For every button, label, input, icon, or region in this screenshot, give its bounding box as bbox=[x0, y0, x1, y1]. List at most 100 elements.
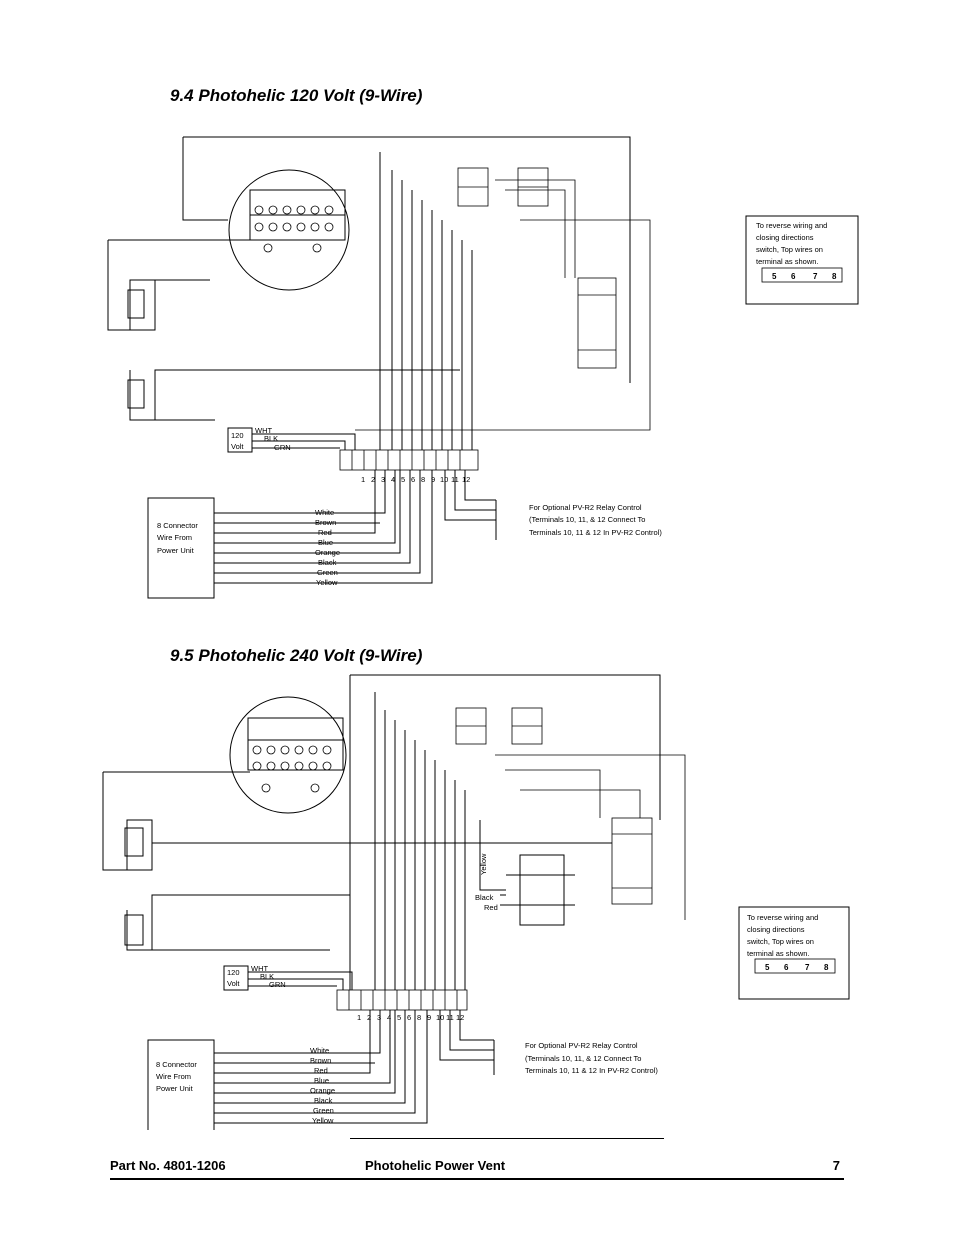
wire-color-label: Orange bbox=[310, 1086, 335, 1095]
relay-pair bbox=[457, 167, 549, 207]
terminal-number: 11 bbox=[446, 1013, 454, 1022]
relay-note-line1: For Optional PV-R2 Relay Control bbox=[525, 1041, 638, 1050]
terminal-number: 6 bbox=[411, 475, 415, 484]
power-label-line1: 120 bbox=[227, 968, 240, 977]
reverse-terminal: 6 bbox=[784, 963, 789, 972]
reverse-note-line3: switch, Top wires on bbox=[747, 937, 814, 946]
terminal-strip bbox=[336, 989, 468, 1011]
terminal-number: 8 bbox=[417, 1013, 421, 1022]
terminal-number: 4 bbox=[387, 1013, 391, 1022]
connector-label-line3: Power Unit bbox=[156, 1084, 194, 1093]
footer-page-number: 7 bbox=[832, 1158, 840, 1173]
terminal-number: 1 bbox=[357, 1013, 361, 1022]
reverse-terminal: 8 bbox=[824, 963, 829, 972]
connector-label-line1: 8 Connector bbox=[156, 1060, 197, 1069]
relay-note-line3: Terminals 10, 11 & 12 In PV-R2 Control) bbox=[529, 528, 662, 537]
wire-color-label: Red bbox=[318, 528, 332, 537]
connector-box bbox=[147, 1039, 215, 1130]
wire-wht: WHT bbox=[251, 964, 268, 973]
reverse-terminal: 5 bbox=[765, 963, 770, 972]
photohelic-gauge bbox=[229, 696, 347, 814]
wire-color-label: Green bbox=[317, 568, 338, 577]
terminal-number: 9 bbox=[431, 475, 435, 484]
photohelic-gauge bbox=[228, 169, 350, 291]
reverse-note-box bbox=[745, 215, 859, 305]
contactor bbox=[495, 754, 686, 920]
wire-grn: GRN bbox=[274, 443, 291, 452]
left-switches bbox=[102, 771, 612, 951]
terminal-number: 10 bbox=[440, 475, 448, 484]
power-box bbox=[223, 965, 249, 991]
connector-label-line1: 8 Connector bbox=[157, 521, 198, 530]
relay-note-line2: (Terminals 10, 11, & 12 Connect To bbox=[525, 1054, 641, 1063]
wiring-diagram-240v: Yellow Black Red 120 Volt WHT BLK GRN 1 … bbox=[102, 674, 850, 1130]
reverse-note-line2: closing directions bbox=[747, 925, 805, 934]
wire-wht: WHT bbox=[255, 426, 272, 435]
wire-color-label: Yellow bbox=[316, 578, 338, 587]
reverse-note-line3: switch, Top wires on bbox=[756, 245, 823, 254]
wiring-diagram-120v: 120 Volt WHT BLK GRN 1 2 3 4 5 6 8 9 10 … bbox=[107, 136, 859, 599]
terminal-number: 1 bbox=[361, 475, 365, 484]
terminal-number: 6 bbox=[407, 1013, 411, 1022]
footer-part-number: Part No. 4801-1206 bbox=[110, 1158, 226, 1173]
reverse-note-line1: To reverse wiring and bbox=[747, 913, 818, 922]
wire-color-label: Blue bbox=[318, 538, 333, 547]
wire-color-label: White bbox=[310, 1046, 329, 1055]
footer-product-name: Photohelic Power Vent bbox=[365, 1158, 506, 1173]
left-switches bbox=[107, 239, 460, 421]
reverse-terminal: 7 bbox=[805, 963, 810, 972]
contactor bbox=[355, 179, 651, 431]
terminal-number: 2 bbox=[371, 475, 375, 484]
wire-color-label: Black bbox=[314, 1096, 333, 1105]
relay-note-line2: (Terminals 10, 11, & 12 Connect To bbox=[529, 515, 645, 524]
reverse-terminal: 7 bbox=[813, 272, 818, 281]
terminal-number: 12 bbox=[462, 475, 470, 484]
transformer-yellow-label: Yellow bbox=[479, 853, 488, 875]
terminal-number: 2 bbox=[367, 1013, 371, 1022]
connector-label-line2: Wire From bbox=[157, 533, 192, 542]
reverse-terminal: 6 bbox=[791, 272, 796, 281]
power-box bbox=[227, 427, 253, 453]
terminal-number: 10 bbox=[436, 1013, 444, 1022]
wire-color-label: White bbox=[315, 508, 334, 517]
relay-pair bbox=[455, 707, 543, 745]
reverse-note-line1: To reverse wiring and bbox=[756, 221, 827, 230]
connector-box bbox=[147, 497, 215, 599]
terminal-number: 3 bbox=[377, 1013, 381, 1022]
terminal-number: 12 bbox=[456, 1013, 464, 1022]
terminal-strip bbox=[339, 449, 479, 471]
terminal-number: 11 bbox=[451, 475, 459, 484]
terminal-number: 3 bbox=[381, 475, 385, 484]
terminal-number: 5 bbox=[401, 475, 405, 484]
terminal-number: 5 bbox=[397, 1013, 401, 1022]
reverse-terminal: 8 bbox=[832, 272, 837, 281]
power-label-line2: Volt bbox=[231, 442, 244, 451]
transformer bbox=[479, 820, 575, 926]
relay-note-line3: Terminals 10, 11 & 12 In PV-R2 Control) bbox=[525, 1066, 658, 1075]
reverse-note-box bbox=[738, 906, 850, 1000]
terminal-number: 4 bbox=[391, 475, 395, 484]
section-title-9-5: 9.5 Photohelic 240 Volt (9-Wire) bbox=[170, 646, 423, 665]
page-footer: Part No. 4801-1206 Photohelic Power Vent… bbox=[110, 1158, 844, 1180]
wire-color-label: Orange bbox=[315, 548, 340, 557]
terminal-number: 8 bbox=[421, 475, 425, 484]
wire-color-label: Yellow bbox=[312, 1116, 334, 1125]
wire-color-label: Green bbox=[313, 1106, 334, 1115]
terminal-number: 9 bbox=[427, 1013, 431, 1022]
power-label-line1: 120 bbox=[231, 431, 244, 440]
wire-grn: GRN bbox=[269, 980, 286, 989]
transformer-black-label: Black bbox=[475, 893, 494, 902]
wire-color-label: Blue bbox=[314, 1076, 329, 1085]
wire-color-label: Brown bbox=[310, 1056, 331, 1065]
divider-line bbox=[350, 1138, 664, 1139]
section-title-9-4: 9.4 Photohelic 120 Volt (9-Wire) bbox=[170, 86, 423, 105]
wire-color-label: Black bbox=[318, 558, 337, 567]
reverse-note-line4: terminal as shown. bbox=[747, 949, 810, 958]
connector-label-line2: Wire From bbox=[156, 1072, 191, 1081]
wire-color-label: Red bbox=[314, 1066, 328, 1075]
wire-blk: BLK bbox=[264, 434, 278, 443]
relay-note-line1: For Optional PV-R2 Relay Control bbox=[529, 503, 642, 512]
reverse-terminal: 5 bbox=[772, 272, 777, 281]
wire-color-label: Brown bbox=[315, 518, 336, 527]
wire-blk: BLK bbox=[260, 972, 274, 981]
